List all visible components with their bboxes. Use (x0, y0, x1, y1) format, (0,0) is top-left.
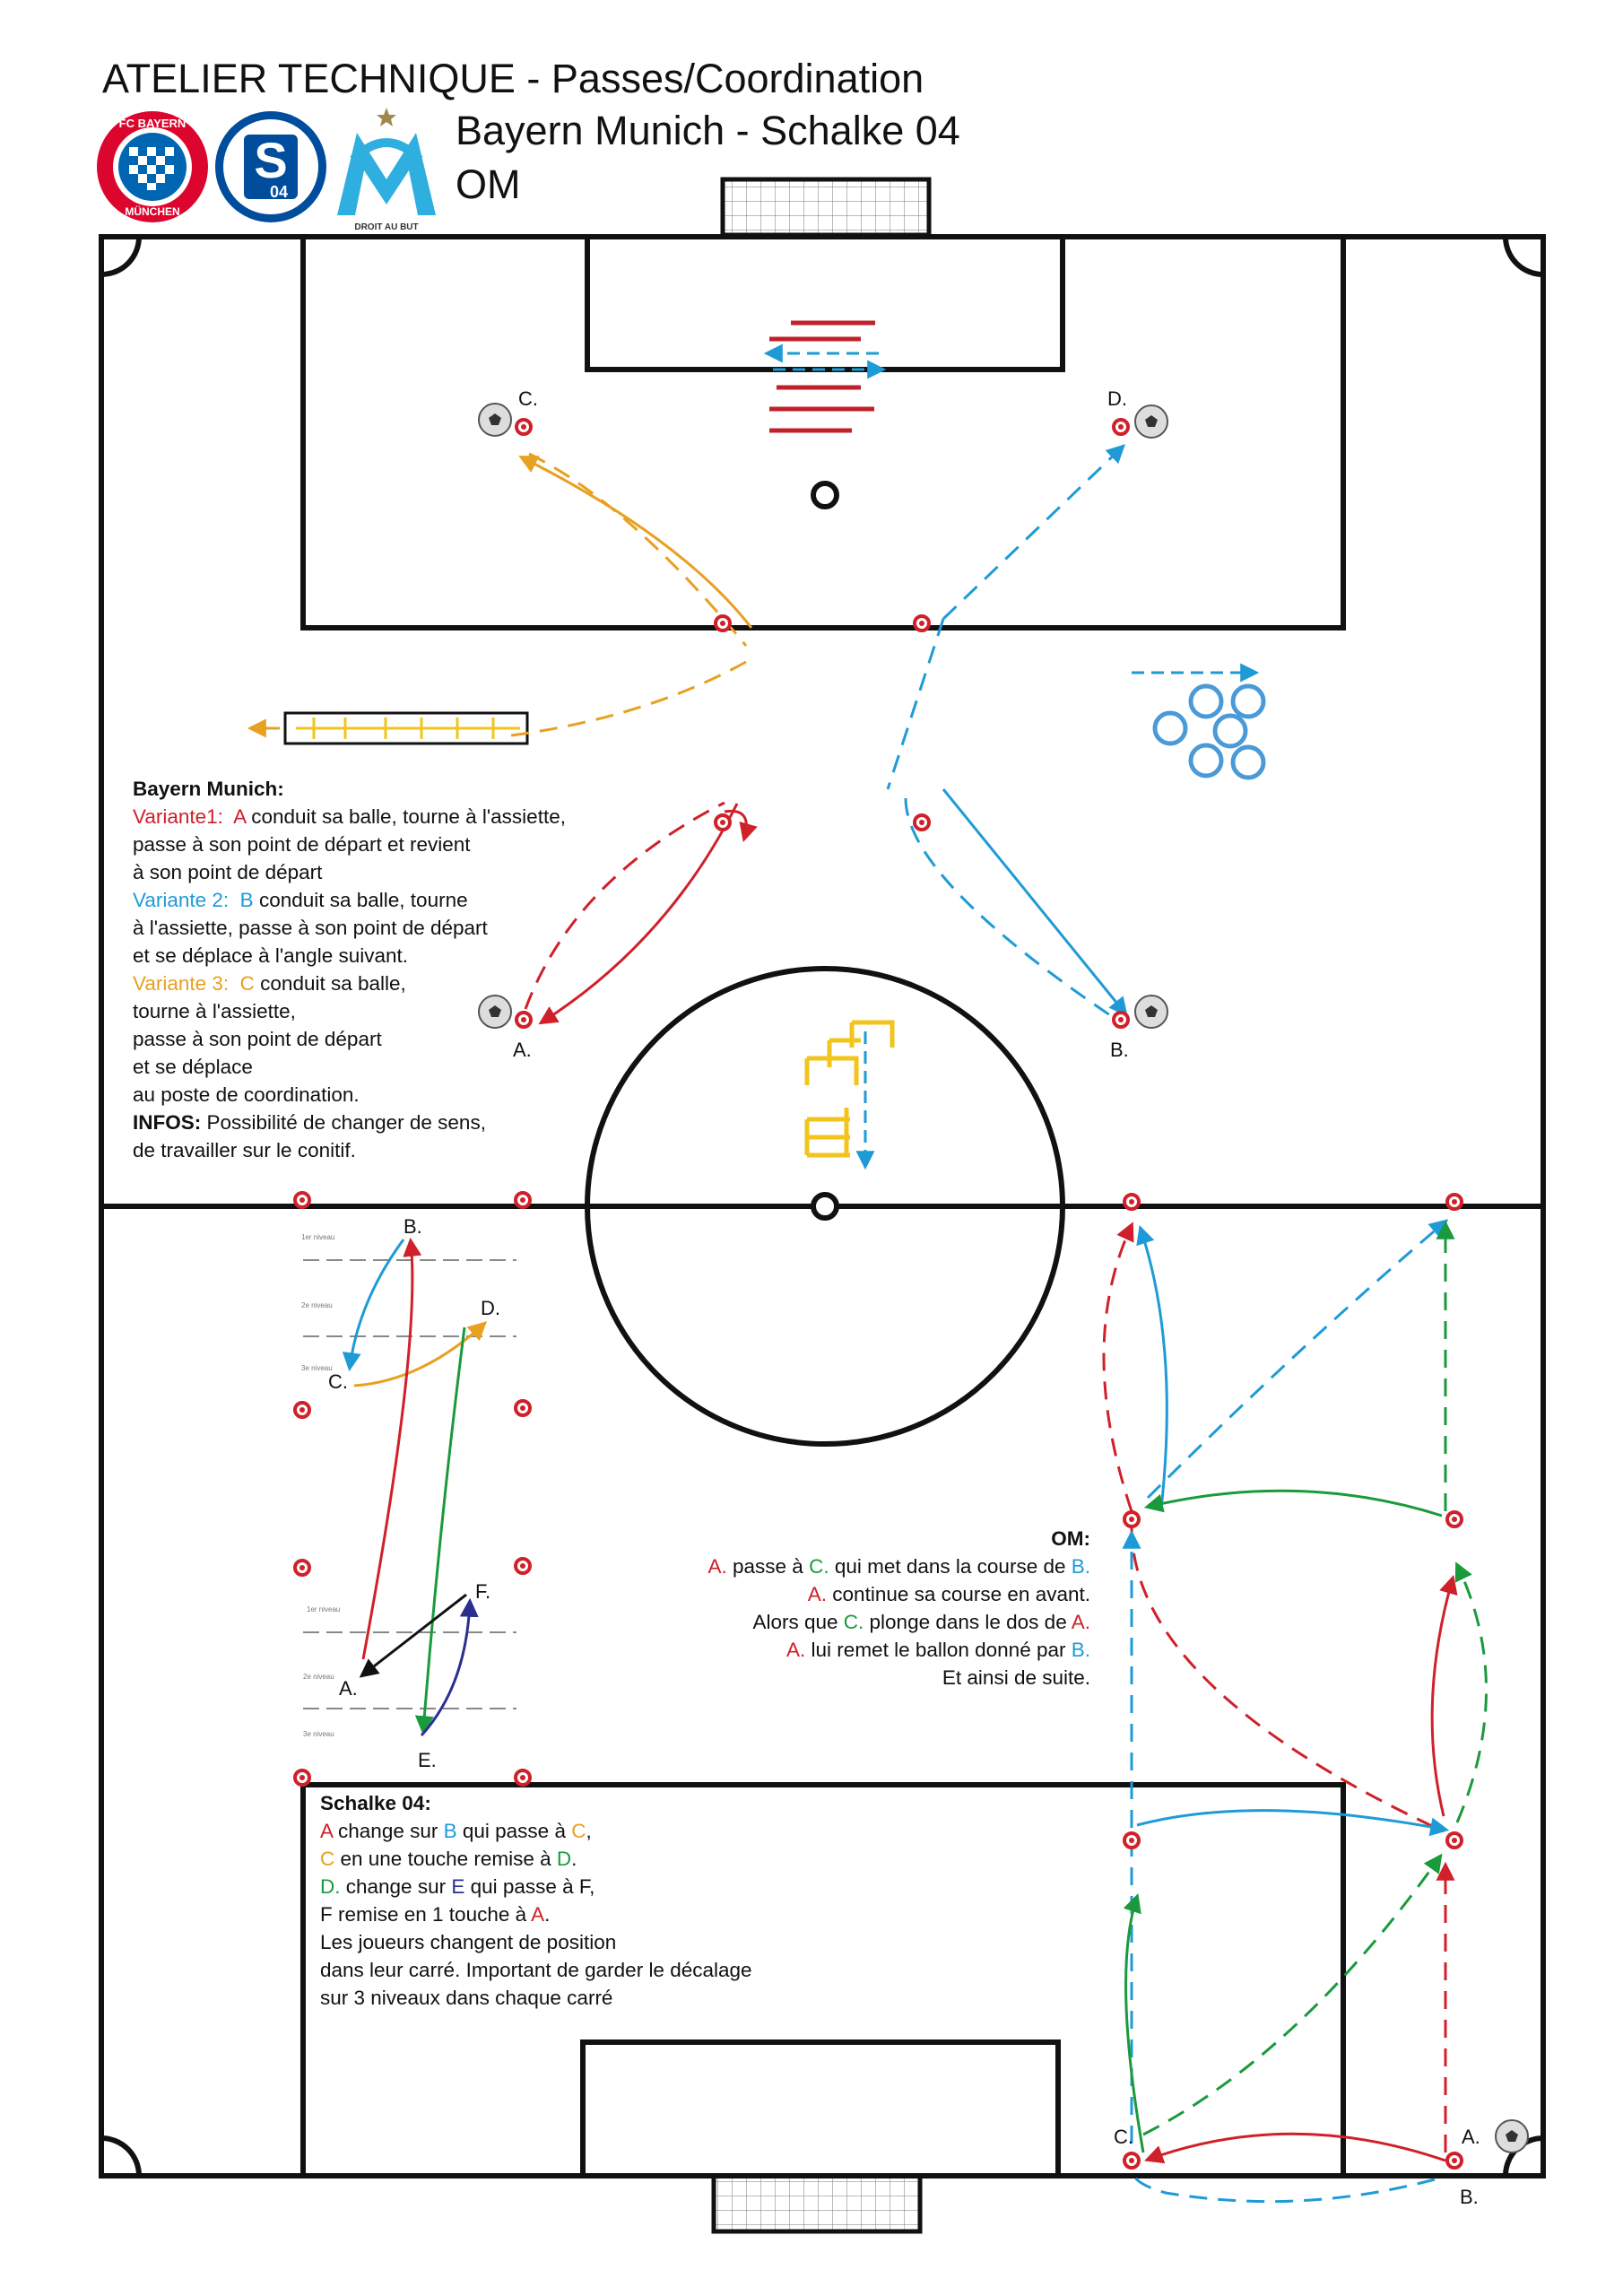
om-logo-icon: DROIT AU BUT (337, 108, 436, 232)
level-label: 2e niveau (303, 1673, 334, 1681)
svg-text:S: S (254, 132, 287, 188)
player-label: C. (1114, 2126, 1133, 2148)
coordination-ladder (247, 711, 529, 745)
om-instructions: OM: A. passe à C. qui met dans la course… (708, 1525, 1091, 1692)
corner-arc (100, 236, 142, 277)
soccer-ball-icons (478, 403, 1529, 2153)
player-label: C. (518, 387, 538, 410)
schalke-logo-icon: S 04 (215, 111, 326, 222)
penalty-spot (811, 481, 839, 509)
player-label: D. (481, 1297, 500, 1319)
player-label: B. (404, 1215, 422, 1238)
top-goal (720, 177, 932, 238)
schalke-heading: Schalke 04: (320, 1792, 431, 1814)
blue-rings (1152, 683, 1266, 780)
player-label: B. (1110, 1039, 1129, 1061)
svg-text:FC BAYERN: FC BAYERN (119, 117, 187, 130)
svg-text:04: 04 (270, 183, 288, 201)
player-label: A. (513, 1039, 532, 1061)
center-circle (585, 966, 1065, 1447)
level-label: 1er niveau (307, 1605, 340, 1613)
page-title: ATELIER TECHNIQUE - Passes/Coordination (102, 56, 924, 101)
svg-text:MÜNCHEN: MÜNCHEN (125, 204, 179, 218)
center-spot (811, 1192, 839, 1221)
level-label: 3e niveau (301, 1364, 333, 1372)
bayern-instructions: Bayern Munich: Variante1: A conduit sa b… (133, 775, 566, 1164)
club-logos: FC BAYERN MÜNCHEN S 04 DROIT AU BUT (97, 108, 436, 232)
player-label: F. (475, 1580, 490, 1603)
om-subtitle: OM (456, 161, 521, 207)
level-label: 1er niveau (301, 1233, 334, 1241)
cones (293, 418, 1463, 2170)
player-label: B. (1460, 2186, 1479, 2208)
player-label: C. (328, 1370, 348, 1393)
bottom-goal (711, 2173, 923, 2234)
agility-bars (763, 320, 887, 433)
bottom-goal-area (580, 2039, 1061, 2179)
player-label: D. (1107, 387, 1127, 410)
svg-text:DROIT AU BUT: DROIT AU BUT (354, 222, 418, 232)
player-label: A. (1462, 2126, 1480, 2148)
player-label: E. (418, 1749, 437, 1771)
top-goal-area (585, 234, 1065, 372)
bayern-heading: Bayern Munich: (133, 778, 284, 800)
om-heading: OM: (1051, 1527, 1090, 1550)
schalke-instructions: Schalke 04: A change sur B qui passe à C… (320, 1789, 752, 2012)
yellow-hurdles (804, 1020, 895, 1158)
level-label: 2e niveau (301, 1301, 333, 1309)
player-label: A. (339, 1677, 358, 1700)
corner-arc (100, 2135, 142, 2177)
level-label: 3e niveau (303, 1730, 334, 1738)
teams-subtitle: Bayern Munich - Schalke 04 (456, 108, 960, 153)
corner-arc (1503, 236, 1544, 277)
bayern-logo-icon: FC BAYERN MÜNCHEN (97, 111, 208, 222)
pitch-lines (99, 234, 1546, 2179)
